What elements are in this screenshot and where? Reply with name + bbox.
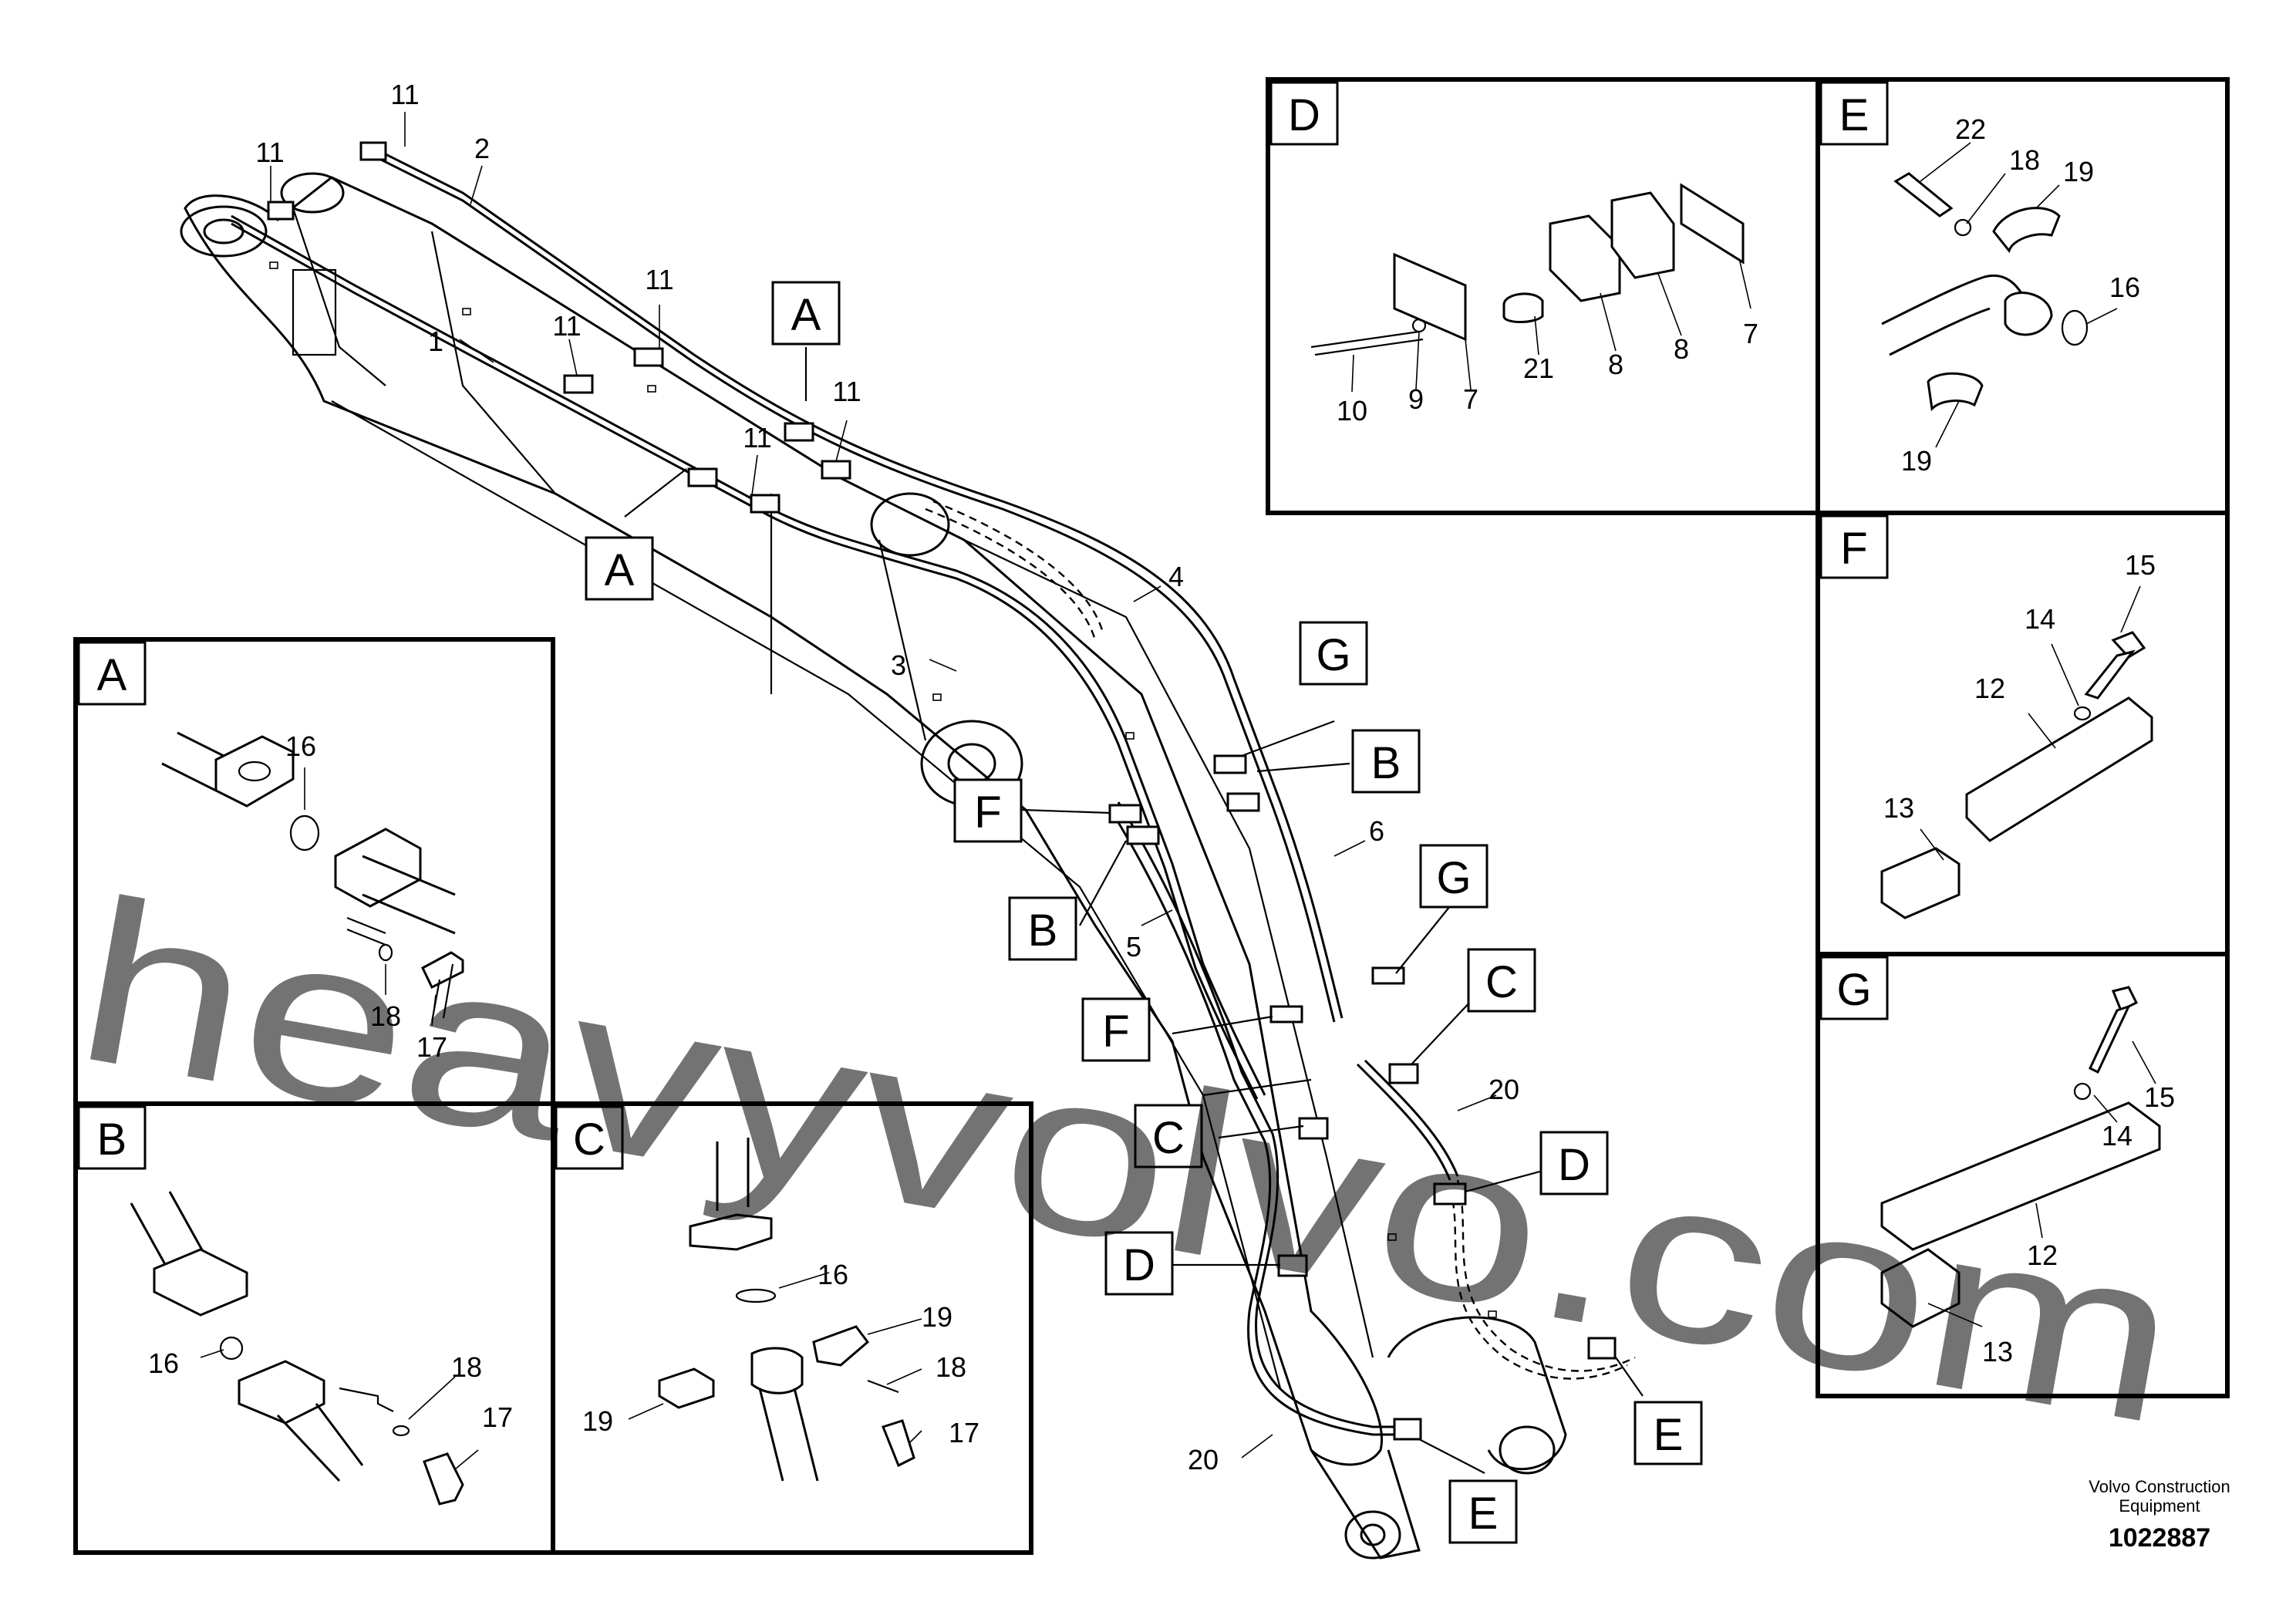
part-number-19: 19 <box>1901 445 1932 477</box>
callout-f-upper: F <box>974 787 1001 838</box>
panel-c-drawing <box>658 1138 915 1482</box>
part-number-18: 18 <box>2009 144 2040 176</box>
footer-company-line2: Equipment <box>2119 1496 2200 1516</box>
part-number-18: 18 <box>370 1000 401 1032</box>
panel-a-label: A <box>97 650 127 700</box>
part-number-19: 19 <box>922 1301 952 1333</box>
part-number-3: 3 <box>891 649 906 681</box>
document-number: 1022887 <box>2109 1523 2210 1553</box>
part-number-14: 14 <box>2025 603 2055 635</box>
part-number-16: 16 <box>148 1347 179 1379</box>
part-number-19: 19 <box>582 1405 613 1437</box>
part-number-2: 2 <box>474 133 490 164</box>
callout-a-lower: A <box>605 545 635 595</box>
panel-f-label: F <box>1840 524 1867 574</box>
footer-company-line1: Volvo Construction <box>2089 1477 2230 1496</box>
part-number-10: 10 <box>1337 395 1367 427</box>
part-number-18: 18 <box>451 1351 482 1383</box>
callout-g-lower: G <box>1436 853 1471 903</box>
callout-d-left: D <box>1123 1240 1155 1290</box>
part-number-16: 16 <box>285 730 316 762</box>
panel-e-drawing <box>1881 172 2089 412</box>
callout-c-left: C <box>1152 1113 1185 1163</box>
part-number-13: 13 <box>1883 792 1914 824</box>
boom-assembly-view <box>180 172 1567 1560</box>
part-number-15: 15 <box>2125 549 2156 581</box>
panel-b-drawing <box>130 1191 464 1506</box>
part-number-17: 17 <box>416 1031 447 1063</box>
part-number-17: 17 <box>949 1417 979 1448</box>
callout-boxes <box>585 281 1703 1544</box>
panel-d-drawing <box>1310 183 1745 356</box>
callout-a-upper: A <box>791 290 821 340</box>
part-number-19: 19 <box>2063 156 2094 187</box>
part-number-11: 11 <box>390 79 419 110</box>
part-number-7: 7 <box>1743 318 1758 349</box>
part-number-20: 20 <box>1188 1444 1219 1475</box>
panel-label-boxes <box>77 81 1889 1170</box>
callout-g-upper: G <box>1316 630 1350 680</box>
part-number-21: 21 <box>1523 352 1554 384</box>
part-number-1: 1 <box>428 325 443 357</box>
part-number-11: 11 <box>645 264 673 295</box>
part-number-8: 8 <box>1674 333 1689 365</box>
part-number-4: 4 <box>1168 561 1184 592</box>
panel-e-label: E <box>1839 90 1870 140</box>
part-number-6: 6 <box>1369 815 1384 847</box>
panel-d-label: D <box>1288 90 1320 140</box>
callout-c-right: C <box>1485 957 1518 1007</box>
part-number-18: 18 <box>936 1351 966 1383</box>
panel-c-label: C <box>573 1114 605 1165</box>
part-number-16: 16 <box>818 1259 848 1290</box>
detail-frames <box>73 77 2230 1555</box>
part-number-15: 15 <box>2144 1081 2175 1113</box>
part-number-12: 12 <box>1974 673 2005 704</box>
callout-e-lower: E <box>1468 1489 1499 1539</box>
callout-b-upper: B <box>1371 738 1401 788</box>
part-number-11: 11 <box>743 422 771 454</box>
panel-b-label: B <box>97 1114 127 1165</box>
part-number-7: 7 <box>1463 383 1478 415</box>
panel-f-drawing <box>1880 631 2153 919</box>
part-number-20: 20 <box>1489 1074 1519 1105</box>
part-number-16: 16 <box>2109 271 2140 303</box>
part-number-5: 5 <box>1126 931 1141 963</box>
detail-leaders <box>200 142 2156 1470</box>
part-number-11: 11 <box>552 310 581 342</box>
part-number-8: 8 <box>1608 349 1623 380</box>
callout-d-right: D <box>1558 1140 1590 1190</box>
part-number-11: 11 <box>832 376 861 407</box>
part-number-22: 22 <box>1955 113 1986 145</box>
callout-b-lower: B <box>1028 905 1058 956</box>
callout-f-lower: F <box>1102 1007 1129 1057</box>
main-view-leaders <box>270 112 1644 1474</box>
panel-g-drawing <box>1880 986 2161 1328</box>
part-number-12: 12 <box>2027 1239 2058 1271</box>
callout-e-right: E <box>1654 1410 1684 1460</box>
panel-a-drawing <box>161 731 464 1023</box>
part-number-17: 17 <box>482 1401 513 1433</box>
part-number-9: 9 <box>1408 383 1424 415</box>
part-number-13: 13 <box>1982 1336 2013 1367</box>
panel-g-label: G <box>1836 965 1871 1015</box>
part-number-11: 11 <box>255 137 284 168</box>
part-number-14: 14 <box>2102 1120 2132 1152</box>
hose-routing <box>231 141 1636 1441</box>
